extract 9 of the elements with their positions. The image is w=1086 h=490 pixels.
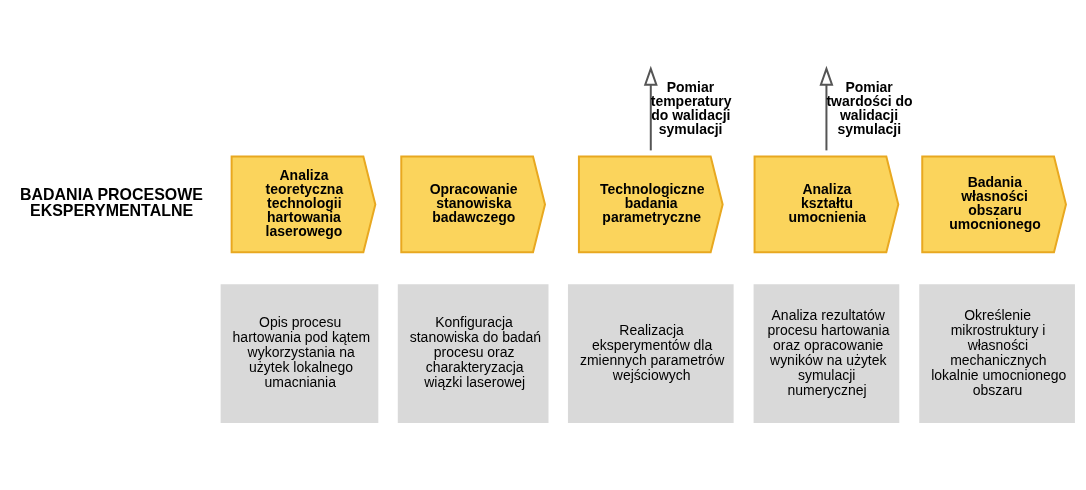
edge-label: Pomiar temperatury do walidacji symulacji [650,78,732,137]
node-box: Określenie mikrostruktury i własności mechanicznych lokalnie umocnionego obszaru [919,284,1075,423]
arrow [643,65,658,152]
arrow [819,65,834,152]
node-box: Konfiguracja stanowiska do badań procesu oraz charakteryzacja wiązki laserowej [397,284,549,423]
node-box: Realizacja eksperymentów dla zmiennych parametrów wejściowych [567,284,734,423]
node-box: Opis procesu hartowania pod kątem wykorzystania na użytek lokalnego umacniania [220,284,379,423]
node-box: Analiza rezultatów procesu hartowania oraz opracowanie wyników na użytek symulacji numerycznej [753,284,900,423]
label: BADANIA PROCESOWE EKSPERYMENTALNE [20,186,203,220]
